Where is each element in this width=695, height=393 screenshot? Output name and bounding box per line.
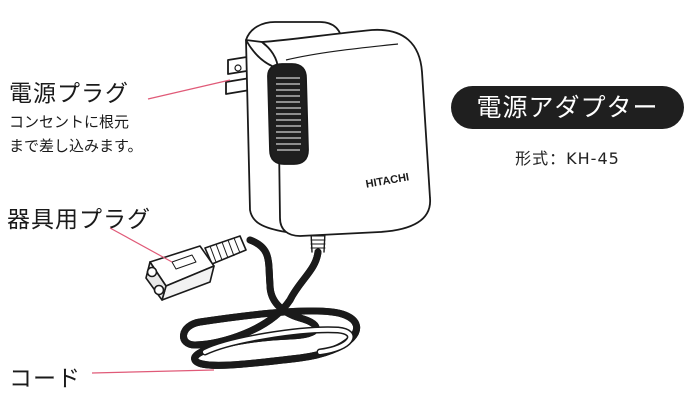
label-appliance-plug: 器具用プラグ	[7, 207, 151, 233]
adapter-body-drawing	[225, 21, 431, 237]
leader-cord	[91, 369, 215, 374]
label-power-plug-note-1: コンセントに根元	[9, 113, 130, 131]
label-power-plug-note-2: まで差し込みます。	[9, 137, 143, 155]
leader-lines	[91, 79, 231, 374]
leader-power-plug	[147, 79, 231, 100]
cord-drawing	[184, 231, 357, 365]
leader-appliance-plug	[109, 227, 173, 263]
label-power-plug: 電源プラグ	[9, 81, 129, 107]
product-title-pill: 電源アダプター	[451, 86, 684, 129]
appliance-plug-drawing	[145, 235, 247, 301]
model-number: 形式：KH-45	[515, 149, 620, 168]
label-cord: コード	[9, 366, 81, 392]
